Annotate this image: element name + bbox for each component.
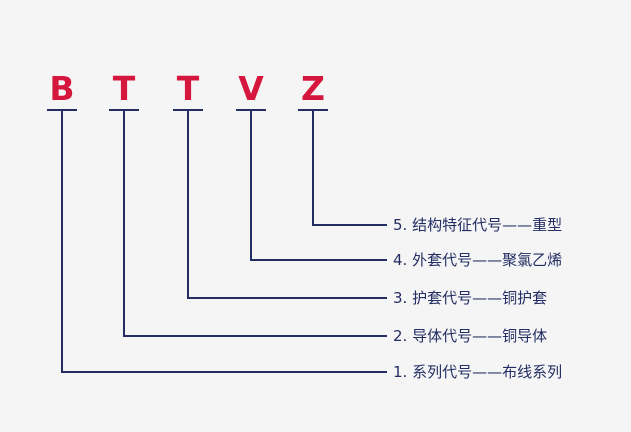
code-letter-4: V [238, 69, 264, 108]
label-sheath-code: 3. 护套代号——铜护套 [393, 289, 548, 307]
code-letter-1: B [49, 69, 75, 108]
connector-3-horizontal-line [187, 297, 387, 299]
connector-2-vertical-line [123, 109, 125, 337]
connector-5-vertical-line [312, 109, 314, 226]
label-outer-sheath-code: 4. 外套代号——聚氯乙烯 [393, 251, 563, 269]
label-conductor-code: 2. 导体代号——铜导体 [393, 327, 548, 345]
code-letter-3: T [176, 69, 200, 108]
connector-2-horizontal-line [123, 335, 387, 337]
code-letter-5: Z [301, 69, 325, 108]
label-series-code: 1. 系列代号——布线系列 [393, 363, 563, 381]
code-letter-2: T [112, 69, 136, 108]
connector-1-horizontal-line [61, 371, 387, 373]
connector-5-horizontal-line [312, 224, 387, 226]
connector-4-vertical-line [250, 109, 252, 261]
connector-1-vertical-line [61, 109, 63, 373]
connector-4-horizontal-line [250, 259, 387, 261]
label-structure-feature-code: 5. 结构特征代号——重型 [393, 216, 563, 234]
connector-3-vertical-line [187, 109, 189, 299]
